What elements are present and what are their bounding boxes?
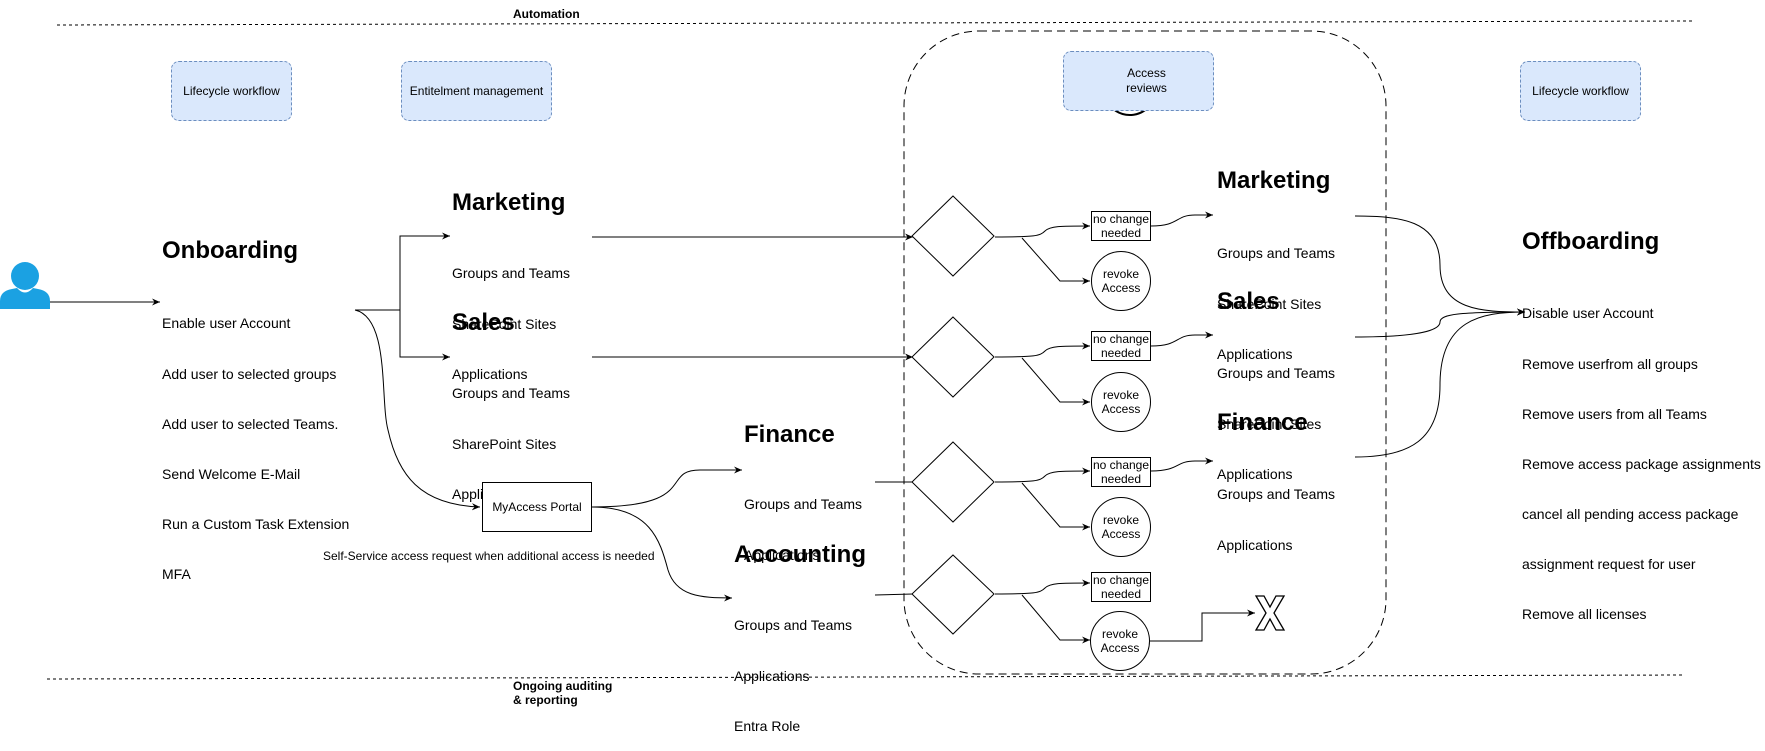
revoke-access-circle-marketing: revoke Access xyxy=(1091,251,1151,311)
retained-finance-list: Groups and Teams Applications xyxy=(1217,453,1335,570)
revoke-access-circle-accounting: revoke Access xyxy=(1090,611,1150,671)
edge-accounting-review xyxy=(874,593,914,596)
list-item: SharePoint Sites xyxy=(1217,295,1322,312)
offboarding-title: Offboarding xyxy=(1522,228,1660,255)
decision-diamond-sales xyxy=(911,316,995,398)
automation-lane-line xyxy=(56,20,1696,26)
list-item: Applications xyxy=(1217,536,1293,553)
auditing-lane-label: Ongoing auditing & reporting xyxy=(513,679,613,707)
auditing-lane-line xyxy=(46,674,1686,680)
list-item: SharePoint Sites xyxy=(452,435,557,452)
list-item: Applications xyxy=(744,546,820,563)
list-item: Remove userfrom all groups xyxy=(1522,355,1698,372)
package-sales-title: Sales xyxy=(452,309,515,336)
list-item: Disable user Account xyxy=(1522,305,1654,322)
user-icon xyxy=(0,262,50,309)
x-mark-icon xyxy=(1254,595,1286,631)
edge-revoke-removed xyxy=(1150,609,1255,642)
list-item: Groups and Teams xyxy=(734,617,853,634)
package-finance-list: Groups and Teams Applications xyxy=(744,463,862,580)
retained-marketing-title: Marketing xyxy=(1217,167,1331,194)
edge-marketing-offboarding xyxy=(1354,215,1526,316)
retained-marketing-list: Groups and Teams SharePoint Sites Applic… xyxy=(1217,212,1335,379)
retained-sales-list: Groups and Teams SharePoint Sites Applic… xyxy=(1217,332,1335,499)
edge-sales-offboarding xyxy=(1354,308,1526,338)
decision-diamond-finance xyxy=(911,441,995,523)
onboarding-title: Onboarding xyxy=(162,237,298,264)
lifecycle-workflow-left-label: Lifecycle workflow xyxy=(183,84,280,98)
list-item: Entra Role xyxy=(734,717,801,734)
edge-finance-offboarding xyxy=(1354,308,1526,458)
workflow-diagram xyxy=(0,20,1696,680)
package-accounting-list: Groups and Teams Applications Entra Role xyxy=(734,584,852,751)
retained-sales-title: Sales xyxy=(1217,288,1280,315)
revoke-access-circle-finance: revoke Access xyxy=(1091,497,1151,557)
list-item: Add user to selected Teams. xyxy=(162,415,339,432)
no-change-box-finance: no change needed xyxy=(1091,457,1151,487)
list-item: Groups and Teams xyxy=(1217,486,1336,503)
list-item: Run a Custom Task Extension xyxy=(162,515,350,532)
entitlement-management-pill: Entitelment management xyxy=(401,61,552,121)
list-item: SharePoint Sites xyxy=(452,315,557,332)
list-item: Groups and Teams xyxy=(452,385,571,402)
package-accounting-title: Accounting xyxy=(734,541,866,568)
list-item: Groups and Teams xyxy=(1217,365,1336,382)
onboarding-list: Enable user Account Add user to selected… xyxy=(162,282,349,599)
package-marketing-title: Marketing xyxy=(452,189,566,216)
edge-portal-accounting xyxy=(591,506,733,602)
list-item: Applications xyxy=(1217,345,1293,362)
list-item: MFA xyxy=(162,565,191,582)
list-item: Applications xyxy=(1217,465,1293,482)
list-item: Remove all licenses xyxy=(1522,606,1647,623)
lifecycle-workflow-right-label: Lifecycle workflow xyxy=(1532,84,1629,98)
revoke-access-circle-sales: revoke Access xyxy=(1091,372,1151,432)
decision-diamond-accounting xyxy=(911,554,995,635)
access-reviews-label: Access reviews xyxy=(1126,66,1167,95)
decision-diamond-marketing xyxy=(911,195,995,277)
edge-portal-finance xyxy=(591,466,742,508)
edge-onboarding-portal xyxy=(354,309,481,511)
no-change-box-sales: no change needed xyxy=(1091,331,1151,361)
list-item: Applications xyxy=(734,667,810,684)
lifecycle-workflow-right-pill: Lifecycle workflow xyxy=(1520,61,1641,121)
package-finance-title: Finance xyxy=(744,421,835,448)
no-change-box-marketing: no change needed xyxy=(1091,211,1151,241)
list-item: Enable user Account xyxy=(162,315,291,332)
list-item: Remove access package assignments xyxy=(1522,455,1761,472)
list-item: Applications xyxy=(452,365,528,382)
list-item: Send Welcome E-Mail xyxy=(162,465,301,482)
list-item: Groups and Teams xyxy=(1217,245,1336,262)
list-item: Groups and Teams xyxy=(452,265,571,282)
connectors xyxy=(50,211,1526,644)
list-item: cancel all pending access package xyxy=(1522,505,1739,522)
entitlement-management-label: Entitelment management xyxy=(409,84,544,98)
access-reviews-pill: Access reviews xyxy=(1063,51,1214,111)
list-item: Add user to selected groups xyxy=(162,365,337,382)
access-review-container xyxy=(903,30,1387,675)
package-marketing-list: Groups and Teams SharePoint Sites Applic… xyxy=(452,232,570,399)
myaccess-portal-node: MyAccess Portal xyxy=(482,482,592,532)
edge-to-sales xyxy=(399,310,450,361)
list-item: assignment request for user xyxy=(1522,555,1696,572)
edge-to-marketing xyxy=(399,232,450,310)
lifecycle-workflow-left-pill: Lifecycle workflow xyxy=(171,61,292,121)
myaccess-portal-label: MyAccess Portal xyxy=(492,500,582,514)
offboarding-list: Disable user Account Remove userfrom all… xyxy=(1522,272,1761,639)
retained-finance-title: Finance xyxy=(1217,409,1308,436)
list-item: Groups and Teams xyxy=(744,496,863,513)
self-service-note: Self-Service access request when additio… xyxy=(323,549,655,563)
list-item: Remove users from all Teams xyxy=(1522,405,1707,422)
automation-lane-label: Automation xyxy=(513,7,580,21)
list-item: SharePoint Sites xyxy=(1217,415,1322,432)
no-change-box-accounting: no change needed xyxy=(1091,572,1151,602)
